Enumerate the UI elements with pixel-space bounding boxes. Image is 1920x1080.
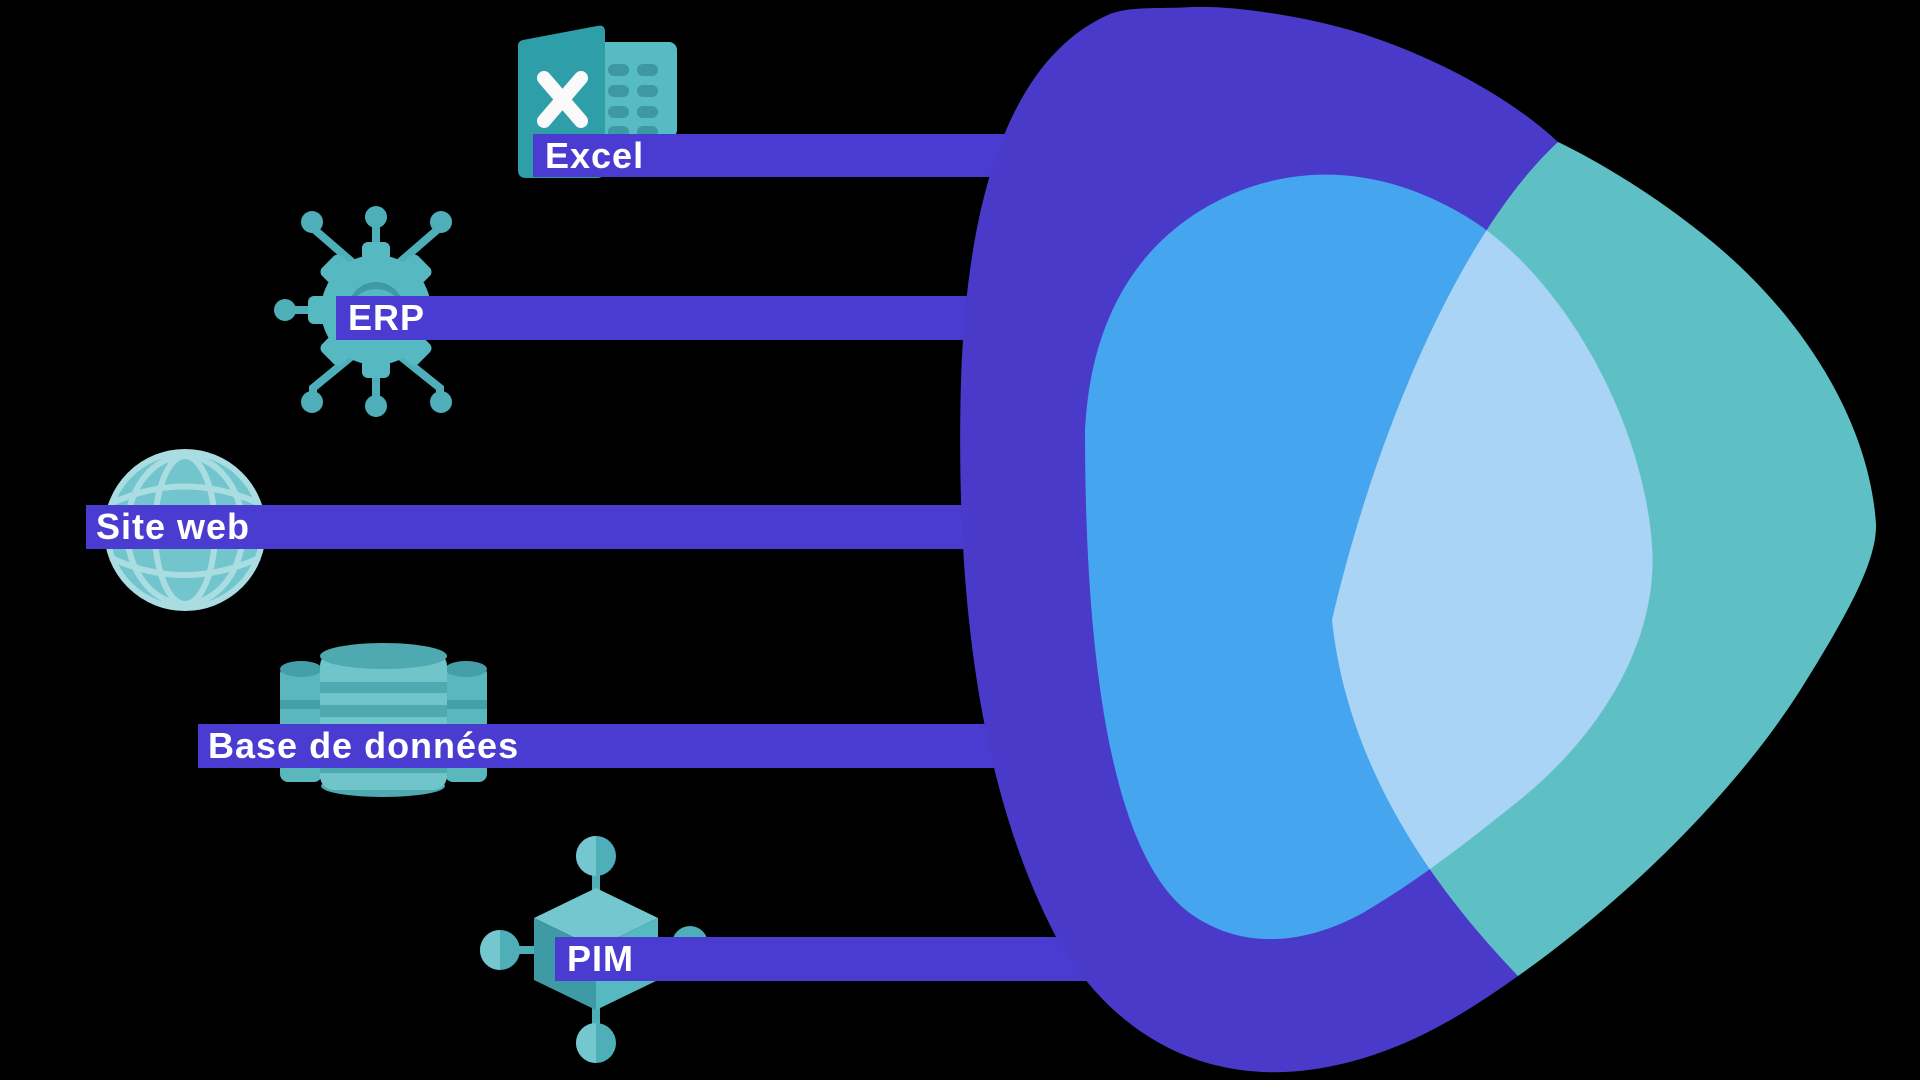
connector-bar-base-de-donnees: [198, 724, 1080, 768]
logo-overlap-lightblue-shape: [1332, 174, 1653, 940]
excel-x-glyph: [537, 71, 588, 128]
database-main-stack: [320, 643, 447, 797]
central-logo: [960, 6, 1877, 1073]
connector-bar-site-web: [86, 505, 1060, 549]
connector-bar-pim: [555, 937, 1160, 981]
database-stack-icon: [280, 643, 487, 797]
erp-connector-nodes: [274, 206, 452, 417]
